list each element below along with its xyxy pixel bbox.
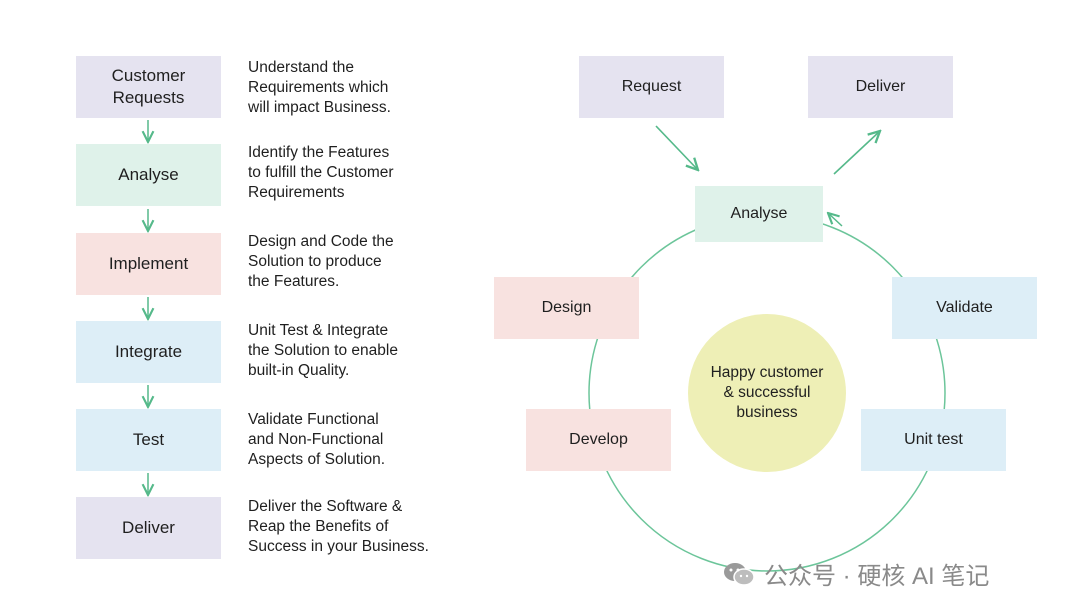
flow-step-customer-requests: Customer Requests: [76, 56, 221, 118]
cycle-deliver: Deliver: [808, 56, 953, 118]
cycle-develop: Develop: [526, 409, 671, 471]
flow-desc-implement: Design and Code the Solution to produce …: [248, 233, 394, 290]
watermark: 公众号 · 硬核 AI 笔记: [722, 556, 989, 591]
flow-step-integrate: Integrate: [76, 321, 221, 383]
cycle-center-hub: Happy customer & successful business: [688, 314, 846, 472]
flow-desc-customer-requests: Understand the Requirements which will i…: [248, 59, 391, 116]
cycle-design: Design: [494, 277, 639, 339]
wechat-icon: [724, 562, 755, 586]
cycle-request: Request: [579, 56, 724, 118]
flow-desc-analyse: Identify the Features to fulfill the Cus…: [248, 144, 394, 201]
cycle-arrow-head: [828, 213, 843, 227]
deliver-arrow: [833, 131, 880, 175]
watermark-text: 公众号 · 硬核 AI 笔记: [764, 563, 990, 590]
flow-step-test: Test: [76, 409, 221, 471]
cycle-unit-test: Unit test: [861, 409, 1006, 471]
flow-step-analyse: Analyse: [76, 144, 221, 206]
flow-step-implement: Implement: [76, 233, 221, 295]
cycle-validate: Validate: [892, 277, 1037, 339]
request-arrow: [655, 125, 698, 170]
flow-desc-deliver: Deliver the Software & Reap the Benefits…: [248, 498, 429, 555]
flow-desc-test: Validate Functional and Non-Functional A…: [248, 411, 385, 468]
flow-step-deliver: Deliver: [76, 497, 221, 559]
cycle-analyse: Analyse: [695, 186, 823, 242]
flow-desc-integrate: Unit Test & Integrate the Solution to en…: [248, 322, 398, 379]
